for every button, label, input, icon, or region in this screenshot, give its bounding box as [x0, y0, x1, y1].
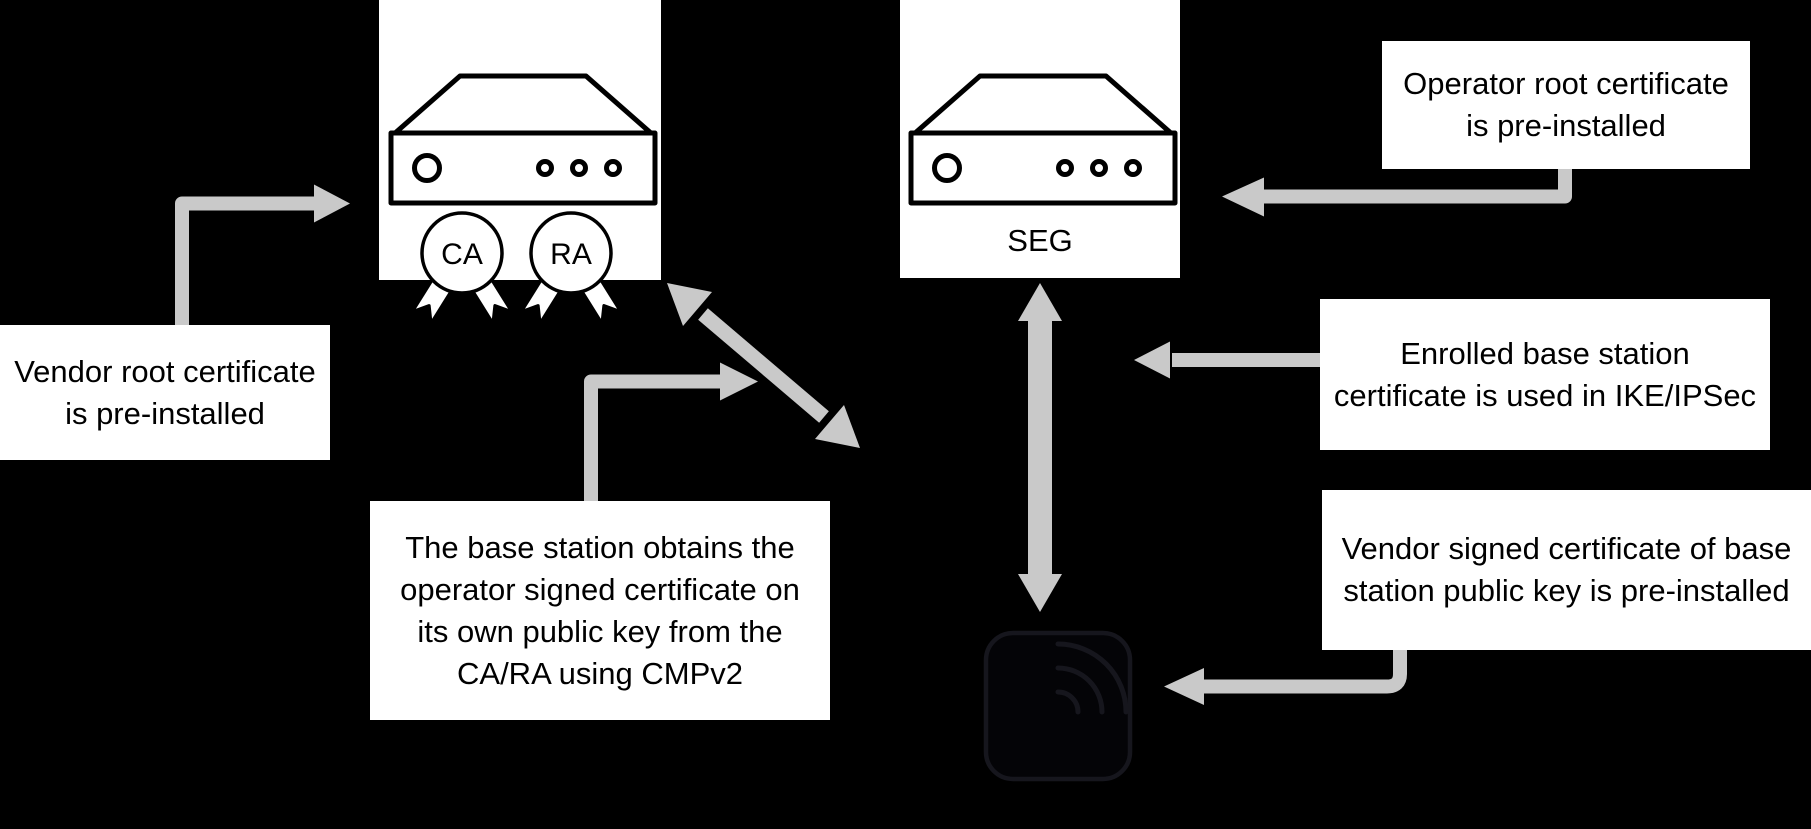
ra-badge-label: RA [550, 238, 592, 271]
note-vendor-signed-cert: Vendor signed certificate of base statio… [1322, 490, 1811, 650]
note-line: Enrolled base station [1400, 335, 1690, 371]
note-line: The base station obtains the [405, 529, 795, 565]
arrow-seg-basestation-double [1018, 283, 1062, 612]
server-icon [388, 73, 658, 206]
note-line: Vendor signed certificate of base [1341, 531, 1792, 566]
note-cmpv2-enrollment: The base station obtains the operator si… [370, 501, 830, 720]
note-line: its own public key from the [417, 613, 783, 649]
arrow-ca-basestation-double [667, 283, 860, 448]
ra-badge-icon: RA [519, 211, 623, 325]
note-line: Vendor root certificate [14, 353, 316, 389]
note-vendor-root-cert: Vendor root certificate is pre-installed [0, 325, 330, 460]
seg-label: SEG [1007, 223, 1073, 258]
arrow-operator-root-to-seg [1222, 169, 1572, 217]
ca-badge-label: CA [441, 238, 483, 271]
note-line: certificate is used in IKE/IPSec [1333, 377, 1757, 413]
arrow-cmpv2-note-to-link [584, 362, 758, 501]
node-ca-ra-server: CA RA [379, 0, 661, 325]
note-line: operator signed certificate on [400, 571, 800, 607]
node-seg-server: SEG [900, 0, 1180, 278]
note-line: is pre-installed [65, 395, 265, 431]
note-operator-root-cert: Operator root certificate is pre-install… [1382, 41, 1750, 169]
note-line: CA/RA using CMPv2 [457, 655, 743, 691]
arrow-vendor-root-to-ca-server [175, 184, 350, 325]
arrow-vendor-signed-to-base-station [1164, 650, 1407, 705]
note-enrolled-cert: Enrolled base station certificate is use… [1320, 299, 1770, 450]
server-icon [908, 73, 1178, 206]
base-station-icon [983, 630, 1133, 782]
note-line: station public key is pre-installed [1343, 573, 1790, 608]
note-line: is pre-installed [1466, 108, 1666, 143]
ca-badge-icon: CA [410, 211, 514, 325]
arrow-enrolled-cert-to-link [1134, 341, 1320, 379]
note-line: Operator root certificate [1403, 66, 1729, 101]
